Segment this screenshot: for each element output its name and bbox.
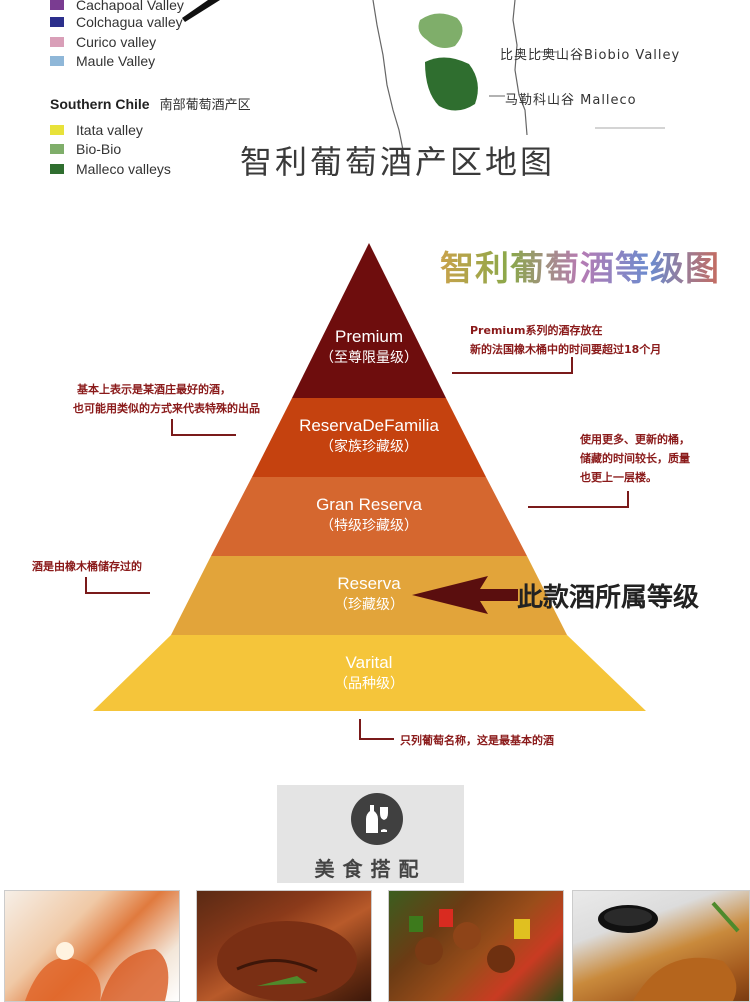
- premium-note: Premium系列的酒存放在 新的法国橡木桶中的时间要超过18个月: [470, 321, 661, 359]
- pyramid-graphic: [85, 243, 646, 740]
- biobio-map-label: 比奥比奥山谷Biobio Valley: [500, 48, 681, 63]
- tier-sub: （家族珍藏级）: [320, 438, 418, 454]
- legend-label: Itata valley: [76, 122, 143, 138]
- legend-item-colchagua: Colchagua valley: [50, 13, 183, 31]
- note-line: 储藏的时间较长，质量: [580, 452, 690, 465]
- gran-reserva-note: 使用更多、更新的桶， 储藏的时间较长，质量 也更上一层楼。: [580, 430, 690, 487]
- meat-skewers-photo: [388, 890, 564, 1002]
- tier-name: ReservaDeFamilia: [299, 416, 439, 435]
- note-line: 基本上表示是某酒庄最好的酒，: [77, 383, 231, 396]
- legend-item-itata: Itata valley: [50, 121, 143, 139]
- legend-swatch: [50, 144, 64, 154]
- region-map: [372, 0, 665, 160]
- tier-sub: （珍藏级）: [334, 596, 404, 612]
- legend-swatch: [50, 164, 64, 174]
- tier-reservadefamilia-label: ReservaDeFamilia （家族珍藏级）: [269, 416, 469, 456]
- malleco-region: [425, 57, 478, 111]
- tier-reservadefamilia: [252, 398, 486, 477]
- malleco-map-label: 马勒科山谷 Malleco: [505, 93, 637, 108]
- tier-premium: [292, 243, 446, 398]
- legend-swatch: [50, 56, 64, 66]
- legend-item-maule: Maule Valley: [50, 52, 155, 70]
- note-line: 也可能用类似的方式来代表特殊的出品: [73, 402, 260, 415]
- legend-swatch: [50, 0, 64, 10]
- tier-reserva: [171, 556, 567, 635]
- map-pointer-arrow: [182, 0, 220, 22]
- tier-varital: [93, 635, 646, 711]
- legend-swatch: [50, 17, 64, 27]
- southern-heading-en: Southern Chile: [50, 96, 150, 112]
- tier-varital-label: Varital （品种级）: [269, 653, 469, 693]
- varital-note: 只列葡萄名称，这是最基本的酒: [400, 734, 554, 747]
- legend-item-curico: Curico valley: [50, 33, 156, 51]
- familia-note-bracket: [171, 419, 236, 436]
- grilled-steak-photo: [196, 890, 372, 1002]
- tier-reserva-label: Reserva （珍藏级）: [269, 574, 469, 614]
- legend-swatch: [50, 125, 64, 135]
- shrimp-dish-photo: [4, 890, 180, 1002]
- roast-duck-photo: [572, 890, 750, 1002]
- legend-label: Maule Valley: [76, 53, 156, 69]
- note-line: 也更上一层楼。: [580, 471, 657, 484]
- note-line: 使用更多、更新的桶，: [580, 433, 690, 446]
- legend-label: Cachapoal Valley: [76, 0, 184, 13]
- tier-gran-reserva: [211, 477, 527, 556]
- tier-gran-reserva-label: Gran Reserva （特级珍藏级）: [269, 495, 469, 535]
- familia-note: 基本上表示是某酒庄最好的酒， 也可能用类似的方式来代表特殊的出品: [48, 380, 260, 418]
- current-level-label: 此款酒所属等级: [517, 583, 700, 613]
- biobio-region: [418, 13, 463, 49]
- note-line: 新的法国橡木桶中的时间要超过18个月: [470, 343, 662, 356]
- southern-heading-cn: 南部葡萄酒产区: [159, 97, 251, 112]
- tier-sub: （品种级）: [334, 675, 404, 691]
- note-line: Premium系列的酒存放在: [470, 324, 603, 337]
- legend-item-cachapoal: Cachapoal Valley: [50, 0, 184, 14]
- reserva-note-bracket: [85, 577, 150, 594]
- map-section: Cachapoal Valley Colchagua valley Curico…: [0, 0, 750, 205]
- tier-name: Gran Reserva: [316, 495, 422, 514]
- legend-label: Malleco valleys: [76, 161, 171, 177]
- tier-name: Reserva: [337, 574, 401, 593]
- food-pairing-title: 美食搭配: [314, 857, 427, 881]
- legend-item-biobio: Bio-Bio: [50, 140, 121, 158]
- tier-premium-label: Premium （至尊限量级）: [269, 327, 469, 367]
- tier-name: Premium: [334, 327, 403, 346]
- gran-note-bracket: [528, 491, 629, 508]
- legend-label: Colchagua valley: [76, 14, 183, 30]
- pyramid-section: 智利葡萄酒等级图 Premium （至尊限量级） ReservaDeFamili…: [0, 233, 750, 768]
- legend-swatch: [50, 37, 64, 47]
- food-pairing-header: 美食搭配: [277, 785, 464, 883]
- southern-chile-heading: Southern Chile 南部葡萄酒产区: [50, 94, 251, 113]
- varital-note-bracket: [359, 719, 394, 740]
- legend-label: Bio-Bio: [76, 141, 122, 157]
- reserva-note: 酒是由橡木桶储存过的: [32, 560, 142, 573]
- legend-label: Curico valley: [76, 34, 157, 50]
- premium-note-bracket: [452, 357, 573, 374]
- legend-item-malleco: Malleco valleys: [50, 160, 171, 178]
- wine-bottle-glass-icon: [351, 793, 403, 845]
- tier-sub: （特级珍藏级）: [320, 517, 418, 533]
- pyramid-title: 智利葡萄酒等级图: [440, 241, 720, 290]
- map-title: 智利葡萄酒产区地图: [240, 143, 556, 181]
- tier-sub: （至尊限量级）: [320, 349, 418, 365]
- current-level-arrow: [412, 576, 518, 614]
- tier-name: Varital: [345, 653, 393, 672]
